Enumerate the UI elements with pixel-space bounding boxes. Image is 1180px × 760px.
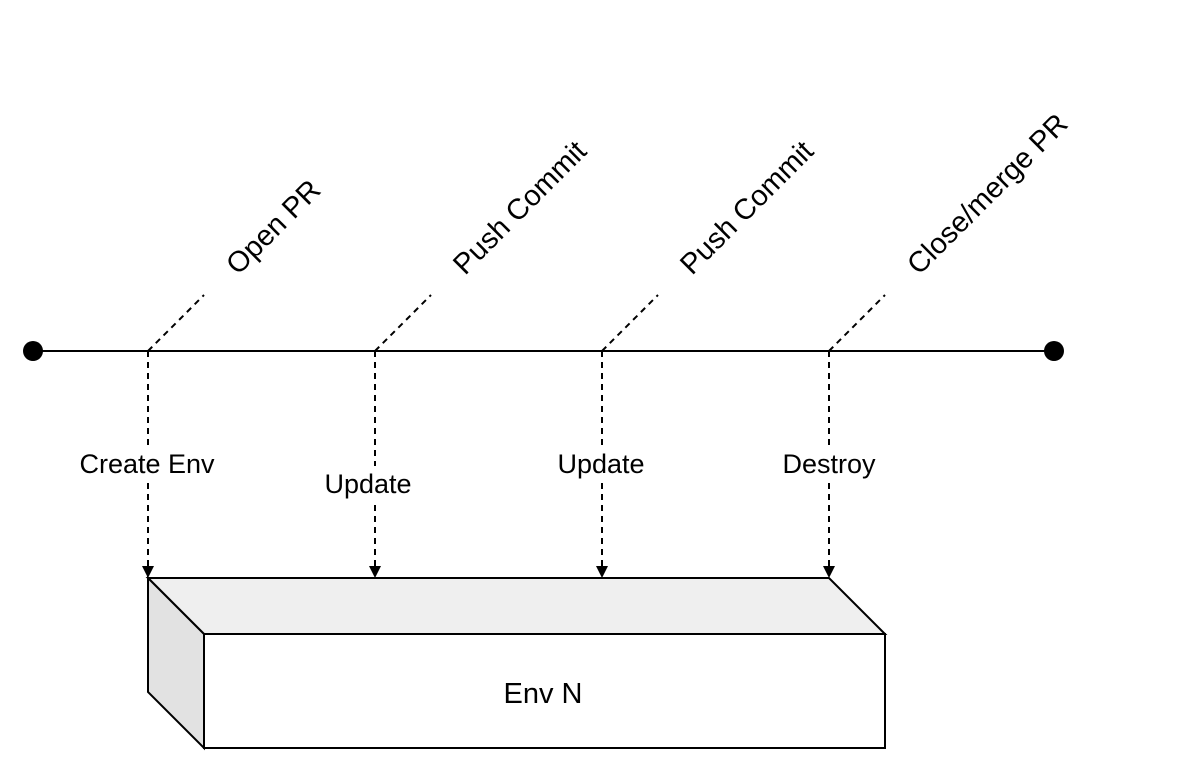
action-label-3: Update — [557, 449, 644, 479]
action-label-bg-1 — [68, 446, 228, 480]
event-label-2: Push Commit — [447, 135, 593, 281]
event-leader-3 — [601, 294, 659, 352]
event-leader-4 — [828, 294, 886, 352]
event-leader-1 — [147, 294, 205, 352]
action-label-1: Create Env — [79, 449, 215, 479]
env-box-label: Env N — [504, 678, 583, 710]
event-leader-2 — [374, 294, 432, 352]
action-label-bg-2 — [317, 466, 421, 500]
action-label-4: Destroy — [782, 449, 876, 479]
action-label-bg-3 — [550, 446, 654, 480]
event-label-4: Close/merge PR — [901, 108, 1074, 281]
timeline-end-dot — [1044, 341, 1064, 361]
action-label-2: Update — [324, 469, 411, 499]
event-label-3: Push Commit — [674, 135, 820, 281]
timeline-start-dot — [23, 341, 43, 361]
event-label-1: Open PR — [220, 174, 327, 281]
env-box-front — [203, 633, 886, 749]
env-box-top — [145, 577, 888, 635]
action-label-bg-4 — [773, 446, 885, 480]
